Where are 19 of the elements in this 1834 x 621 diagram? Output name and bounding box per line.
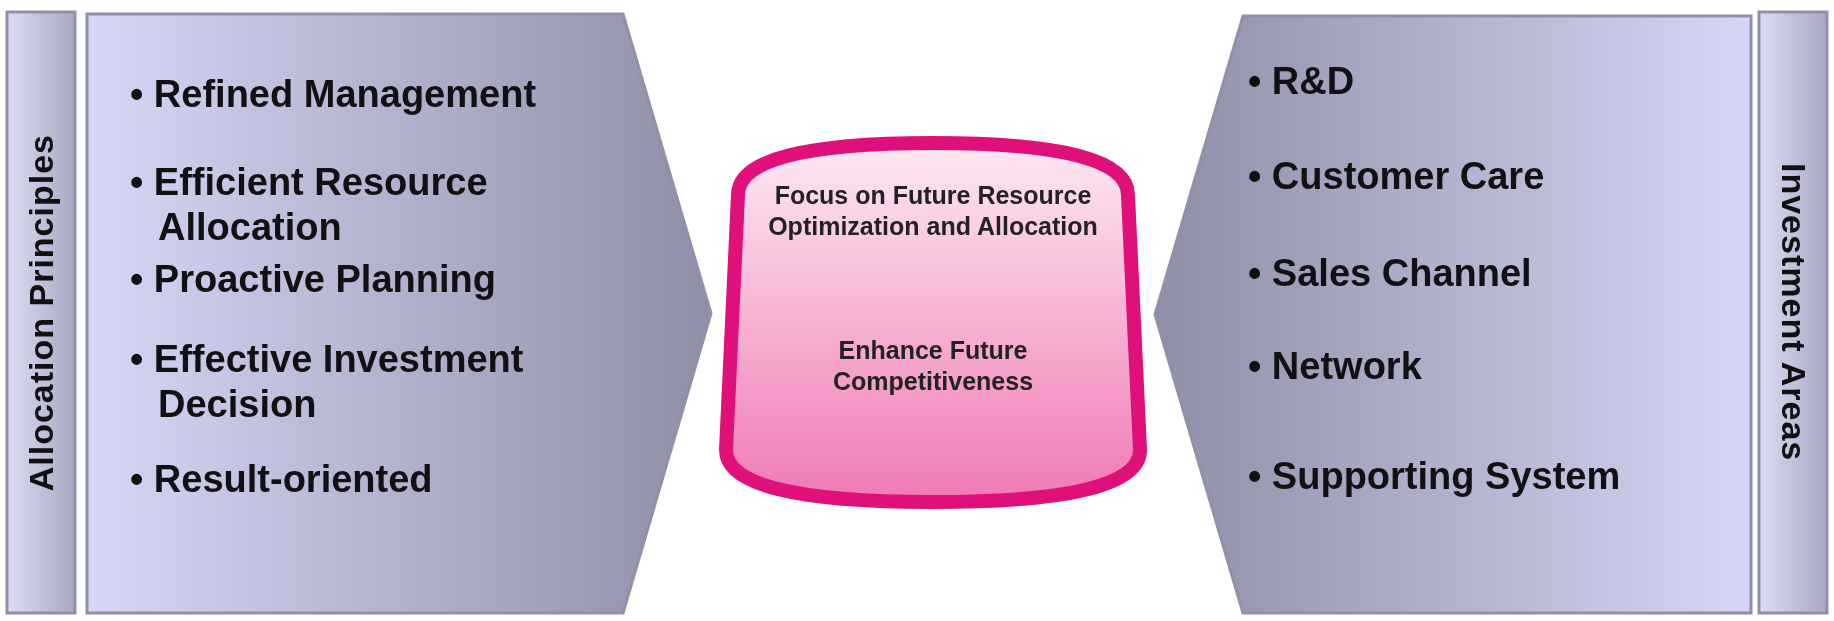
bullet-item: • Proactive Planning xyxy=(130,257,497,302)
band-title: Allocation Principles xyxy=(21,133,61,492)
bullet-item: • Effective Investment Decision xyxy=(130,337,525,427)
bullet-item: • Supporting System xyxy=(1248,454,1622,499)
center-text: Focus on Future Resource Optimization and Allocation xyxy=(767,180,1099,242)
bullet-item: • Refined Management xyxy=(130,72,538,117)
center-text: Enhance Future Competitiveness xyxy=(831,335,1035,397)
bullet-item: • Result-oriented xyxy=(130,457,434,502)
vertical-band xyxy=(1757,10,1829,615)
cylinder-shape xyxy=(718,135,1148,510)
bullet-item: • Network xyxy=(1248,344,1423,389)
vertical-band xyxy=(5,10,77,615)
bullet-item: • Efficient Resource Allocation xyxy=(130,160,489,250)
chevron-panel xyxy=(1153,14,1753,615)
bullet-item: • Sales Channel xyxy=(1248,251,1533,296)
chevron-panel xyxy=(85,12,713,615)
bullet-item: • Customer Care xyxy=(1248,154,1546,199)
bullet-item: • R&D xyxy=(1248,59,1356,104)
band-title: Investment Areas xyxy=(1773,163,1813,462)
